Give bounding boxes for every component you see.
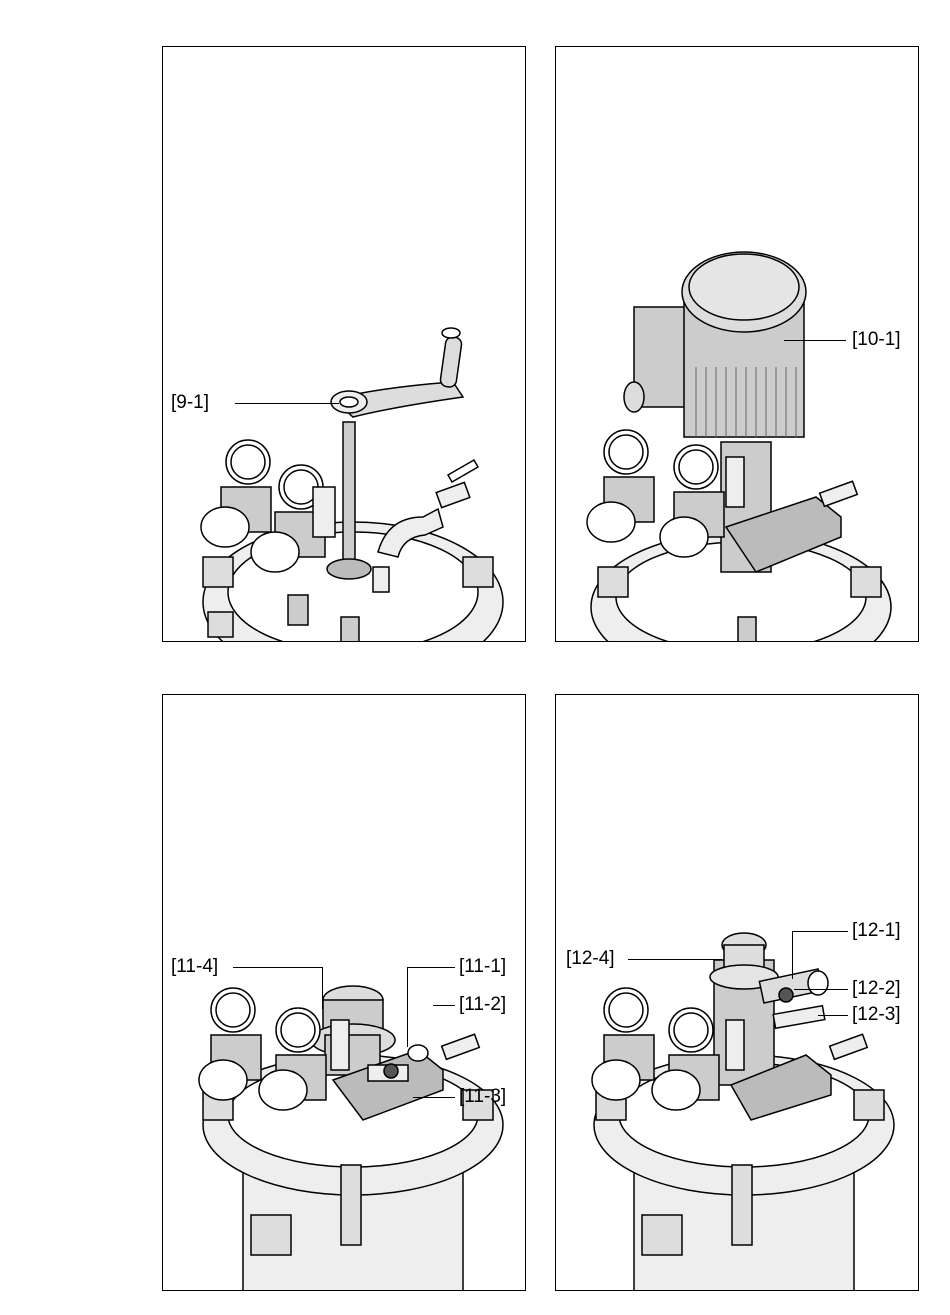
callout-10-1-leader	[784, 340, 846, 341]
callout-11-3: [11-3]	[459, 1087, 506, 1106]
figure-11-illustration	[163, 695, 526, 1291]
callout-11-2: [11-2]	[459, 995, 506, 1014]
callout-12-4: [12-4]	[566, 949, 615, 968]
callout-11-1: [11-1]	[459, 957, 506, 976]
callout-11-2-leader	[433, 1005, 455, 1006]
figure-10-panel: [10-1]	[555, 46, 919, 642]
callout-12-1: [12-1]	[852, 921, 901, 940]
callout-10-1: [10-1]	[852, 330, 901, 349]
callout-12-2-leader	[794, 989, 848, 990]
callout-12-3-leader	[818, 1015, 848, 1016]
callout-9-1: [9-1]	[171, 393, 209, 412]
figure-12-panel: [12-1] [12-4] [12-2] [12-3]	[555, 694, 919, 1291]
callout-11-4-vleader	[322, 967, 323, 1009]
callout-12-1-leader	[792, 931, 848, 932]
callout-11-1-vleader	[407, 967, 408, 1047]
callout-11-4-leader	[233, 967, 323, 968]
figure-9-panel: [9-1]	[162, 46, 526, 642]
callout-11-3-leader	[413, 1097, 455, 1098]
figure-11-panel: [11-4] [11-1] [11-2] [11-3]	[162, 694, 526, 1291]
callout-12-1-vleader	[792, 931, 793, 979]
callout-12-3: [12-3]	[852, 1005, 901, 1024]
figure-9-illustration	[163, 47, 526, 642]
callout-12-2: [12-2]	[852, 979, 901, 998]
callout-11-1-leader	[407, 967, 455, 968]
callout-9-1-leader	[235, 403, 339, 404]
callout-11-4: [11-4]	[171, 957, 218, 976]
callout-12-4-leader	[628, 959, 722, 960]
